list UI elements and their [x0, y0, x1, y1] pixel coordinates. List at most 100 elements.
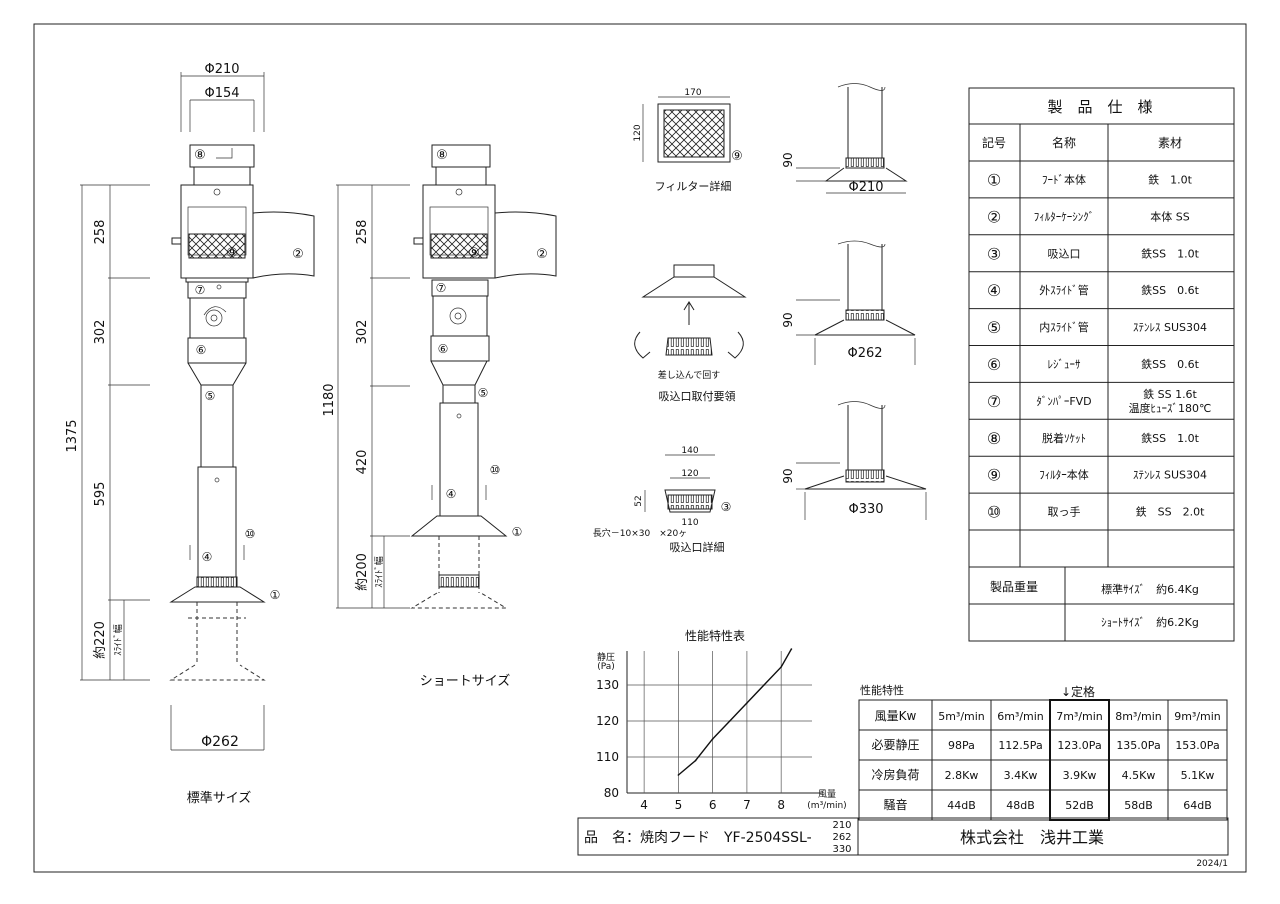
std-marker-5: ⑤ [205, 389, 216, 403]
std-marker-2: ② [292, 247, 304, 262]
short-filter-door [494, 211, 557, 279]
intake-top: 140 [681, 446, 698, 456]
chart-xunit: (m³/min) [807, 801, 846, 811]
intake-vents [667, 494, 713, 510]
spec-row-no: ② [987, 207, 1001, 226]
install-caption: 吸込口取付要領 [659, 389, 736, 403]
perf-header-cell: 8m³/min [1115, 710, 1162, 723]
short-filter-casing [422, 184, 496, 279]
perf-value-cell: 135.0Pa [1116, 739, 1160, 752]
chart-x-tick: 6 [709, 798, 717, 812]
spec-title: 製 品 仕 様 [1047, 98, 1152, 116]
chart-x-tick: 4 [640, 798, 648, 812]
intake-bottom: 110 [681, 518, 698, 528]
filter-mesh-detail [663, 109, 725, 158]
hood-210-height: 90 [781, 152, 795, 167]
perf-value-cell: 52dB [1065, 799, 1094, 812]
spec-row-no: ① [987, 170, 1001, 189]
size-330: 330 [832, 844, 851, 855]
chart-x-tick: 7 [743, 798, 751, 812]
spec-row-material: ｽﾃﾝﾚｽ SUS304 [1133, 469, 1207, 482]
spec-row-no: ⑧ [987, 429, 1001, 448]
spec-weight-std: 標準ｻｲｽﾞ 約6.4Kg [1101, 582, 1199, 596]
perf-value-cell: 48dB [1006, 799, 1035, 812]
spec-row-material: 鉄SS 0.6t [1141, 283, 1199, 297]
spec-row-name: 取っ手 [1048, 505, 1081, 519]
size-210: 210 [832, 820, 851, 831]
hood-330-height: 90 [781, 468, 795, 483]
chart-y-tick: 120 [596, 714, 619, 728]
hood-210: 90 Φ210 [781, 83, 908, 195]
perf-value-cell: 3.4Kw [1004, 769, 1038, 782]
perf-header-cell: 9m³/min [1174, 710, 1221, 723]
chart-y-tick: 130 [596, 678, 619, 692]
std-marker-6: ⑥ [196, 343, 207, 357]
spec-row-name: 外ｽﾗｲﾄﾞ管 [1039, 283, 1089, 297]
spec-row-name: 吸込口 [1048, 247, 1081, 260]
chart-point [677, 774, 680, 776]
perf-value-cell: 123.0Pa [1057, 739, 1101, 752]
chart-point [780, 666, 782, 668]
std-phi-base: Φ262 [201, 734, 239, 750]
spec-row-no: ⑤ [987, 318, 1001, 337]
chart-point [694, 759, 697, 762]
spec-row-material: 鉄 SS 2.0t [1136, 505, 1205, 519]
short-marker-10: ⑩ [490, 463, 501, 477]
install-note: 差し込んで回す [658, 369, 721, 381]
std-filter-mesh [188, 233, 246, 259]
filter-width: 170 [684, 88, 701, 98]
spec-row-name: 脱着ｿｹｯﾄ [1042, 431, 1086, 445]
install-guide: 差し込んで回す 吸込口取付要領 [634, 264, 747, 403]
spec-weight-label: 製品重量 [990, 580, 1038, 594]
spec-row-material: 鉄 1.0t [1148, 172, 1192, 186]
chart-x-tick: 8 [777, 798, 785, 812]
spec-row-no: ⑦ [987, 392, 1001, 411]
std-dim-595: 595 [93, 482, 108, 507]
company-name: 株式会社 浅井工業 [960, 828, 1104, 847]
short-marker-7: ⑦ [436, 281, 447, 295]
perf-value-cell: 4.5Kw [1122, 769, 1156, 782]
perf-section-label: 性能特性 [860, 683, 904, 697]
hood-262: 90 Φ262 [781, 240, 916, 365]
perf-value-cell: 2.8Kw [945, 769, 979, 782]
short-slide-label: ｽﾗｲﾄﾞ幅 [373, 556, 385, 588]
filter-marker-9: ⑨ [731, 149, 743, 164]
short-dim-302: 302 [355, 320, 370, 345]
drawing-date: 2024/1 [1196, 859, 1228, 869]
chart-x-tick: 5 [675, 798, 683, 812]
spec-row-name: ﾀﾞﾝﾊﾟｰFVD [1036, 395, 1091, 408]
perf-value-cell: 98Pa [948, 739, 975, 752]
short-dim-420: 420 [355, 450, 370, 475]
spec-row-no: ⑨ [987, 466, 1001, 485]
std-marker-9: ⑨ [226, 246, 238, 261]
spec-header-material: 素材 [1158, 136, 1182, 150]
spec-row-name: ﾚｼﾞｭｰｻ [1048, 358, 1081, 371]
spec-row-no: ③ [987, 244, 1001, 263]
std-marker-10: ⑩ [245, 527, 256, 541]
spec-row-name: ﾌｰﾄﾞ本体 [1042, 172, 1086, 186]
short-dim-258: 258 [355, 220, 370, 245]
spec-row-material: 鉄 SS 1.6t [1143, 387, 1197, 401]
short-damper [432, 295, 488, 337]
spec-row-no: ⑥ [987, 355, 1001, 374]
hood-210-phi: Φ210 [848, 180, 883, 195]
std-caption: 標準サイズ [187, 790, 252, 806]
perf-header-cell: 6m³/min [997, 710, 1044, 723]
intake-height: 52 [634, 495, 644, 506]
spec-row-name: ﾌｨﾙﾀｰｹｰｼﾝｸﾞ [1034, 210, 1095, 223]
intake-caption: 吸込口詳細 [670, 540, 725, 554]
perf-value-cell: 5.1Kw [1181, 769, 1215, 782]
short-dim-total: 1180 [322, 383, 337, 416]
short-marker-4: ④ [446, 487, 457, 501]
short-caption: ショートサイズ [420, 673, 511, 689]
perf-value-cell: 58dB [1124, 799, 1153, 812]
short-marker-8: ⑧ [436, 148, 448, 163]
std-slide-label: ｽﾗｲﾄﾞ幅 [112, 624, 124, 656]
std-dim-total: 1375 [65, 419, 80, 452]
filter-detail: 170 120 ⑨ フィルター詳細 [633, 88, 743, 193]
spec-row-no: ⑩ [987, 503, 1001, 522]
short-marker-6: ⑥ [438, 342, 449, 356]
